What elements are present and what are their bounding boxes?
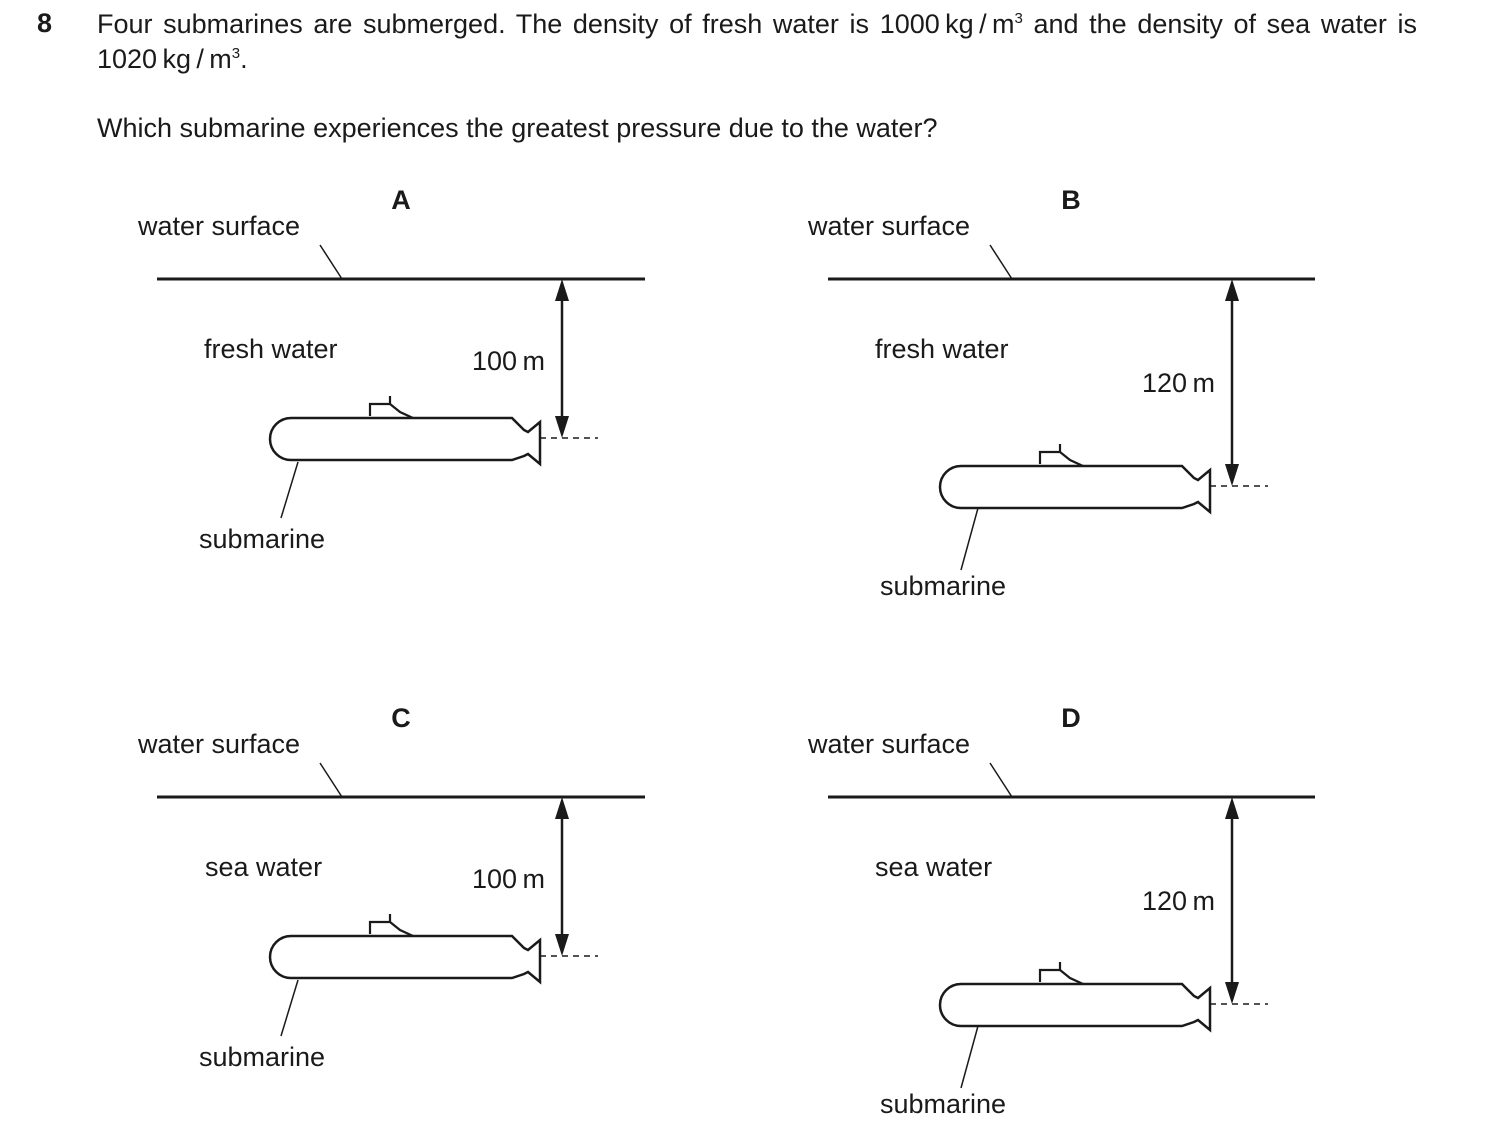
question-prompt: Which submarine experiences the greatest… [97, 113, 938, 143]
panel-d-depth-label: 120 m [1142, 886, 1215, 916]
panel-d-arrow-head-up [1225, 797, 1239, 819]
panel-a-submarine [268, 394, 542, 466]
panel-c-submarine [268, 912, 542, 984]
panel-c-arrow-head-up [555, 797, 569, 819]
panel-b-depth-label: 120 m [1142, 368, 1215, 398]
panel-c-arrow-head-down [555, 934, 569, 956]
panel-b-submarine-label: submarine [880, 571, 1006, 601]
panel-a-arrow-head-down [555, 416, 569, 438]
panel-b-surface-label: water surface [807, 211, 970, 241]
panel-a-letter: A [391, 185, 411, 215]
panel-c-surface-label: water surface [137, 729, 300, 759]
panel-a-arrow-head-up [555, 279, 569, 301]
panel-a: A water surface fresh water 100 m submar… [137, 185, 645, 554]
panel-d: D water surface sea water 120 m submarin… [807, 703, 1315, 1119]
panel-c-water-label: sea water [205, 852, 322, 882]
panel-a-submarine-leader [280, 461, 299, 519]
panel-a-submarine-label: submarine [199, 524, 325, 554]
panel-a-depth-label: 100 m [472, 346, 545, 376]
question-text: Four submarines are submerged. The densi… [97, 9, 1417, 74]
panel-b-submarine-leader [960, 507, 979, 571]
panel-d-submarine [938, 960, 1212, 1032]
panel-c-depth-label: 100 m [472, 864, 545, 894]
panel-d-water-label: sea water [875, 852, 992, 882]
panel-b-letter: B [1061, 185, 1081, 215]
panel-b-arrow-head-down [1225, 464, 1239, 486]
panel-d-surface-label: water surface [807, 729, 970, 759]
panel-c-submarine-label: submarine [199, 1042, 325, 1072]
panel-a-water-label: fresh water [204, 334, 338, 364]
panel-b-surface-leader [989, 244, 1013, 280]
question-number: 8 [37, 8, 53, 38]
panel-c-submarine-leader [280, 979, 299, 1037]
panel-d-submarine-leader [960, 1025, 979, 1089]
panel-a-surface-label: water surface [137, 211, 300, 241]
panel-a-surface-leader [319, 244, 343, 280]
panel-d-letter: D [1061, 703, 1081, 733]
panel-c-surface-leader [319, 762, 343, 798]
panel-b-water-label: fresh water [875, 334, 1009, 364]
panel-d-surface-leader [989, 762, 1013, 798]
panel-c-letter: C [391, 703, 411, 733]
panel-b-arrow-head-up [1225, 279, 1239, 301]
panel-d-submarine-label: submarine [880, 1089, 1006, 1119]
panel-d-arrow-head-down [1225, 982, 1239, 1004]
panel-b: B water surface fresh water 120 m submar… [807, 185, 1315, 601]
panel-c: C water surface sea water 100 m submarin… [137, 703, 645, 1072]
panel-b-submarine [938, 442, 1212, 514]
